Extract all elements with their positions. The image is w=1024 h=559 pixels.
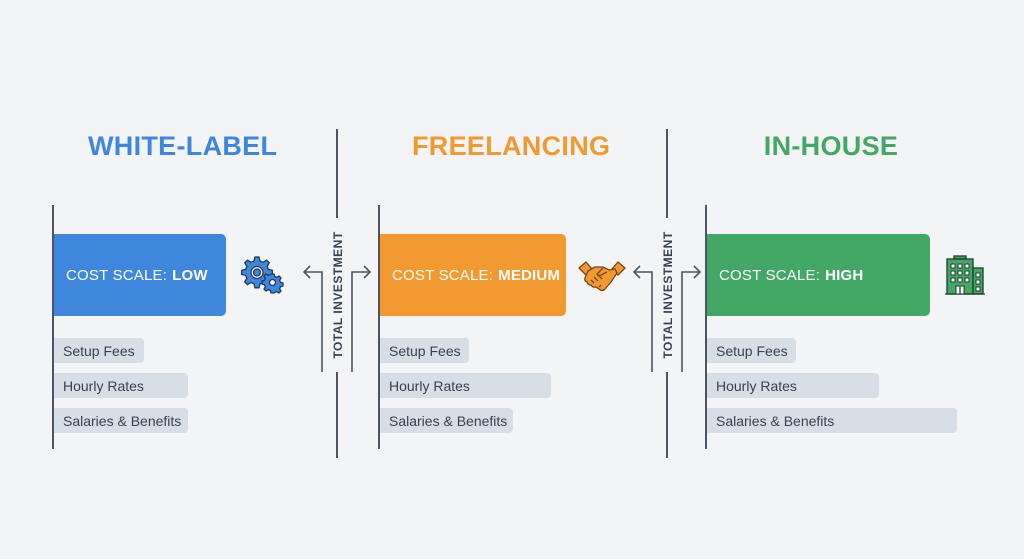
cost-item-setup-fees: Setup Fees (54, 338, 144, 363)
handshake-icon (578, 261, 626, 292)
divider-line-bottom (666, 372, 668, 458)
column-axis-line (52, 205, 54, 449)
column-title-in-house: IN-HOUSE (763, 131, 899, 161)
cost-scale-prefix: COST SCALE: (719, 266, 821, 284)
column-axis-line (705, 205, 707, 449)
divider-line-bottom (336, 372, 338, 458)
cost-scale-level: HIGH (825, 266, 864, 284)
cost-scale-prefix: COST SCALE: (66, 266, 168, 284)
divider-line-top (336, 129, 338, 218)
cost-item-hourly-rates: Hourly Rates (54, 373, 188, 398)
divider-line-top (666, 129, 668, 218)
column-axis-line (378, 205, 380, 449)
column-title-white-label: WHITE-LABEL (88, 131, 278, 161)
arrows-icon (302, 265, 372, 372)
cost-scale-prefix: COST SCALE: (392, 266, 494, 284)
arrows-icon (632, 265, 702, 372)
cost-item-salaries-benefits: Salaries & Benefits (380, 408, 513, 433)
cost-item-setup-fees: Setup Fees (707, 338, 796, 363)
cost-item-hourly-rates: Hourly Rates (380, 373, 551, 398)
cost-scale-card-in-house: COST SCALE:HIGH (707, 234, 930, 316)
gears-icon (240, 256, 284, 294)
cost-scale-card-white-label: COST SCALE:LOW (54, 234, 226, 316)
cost-scale-level: LOW (172, 266, 208, 284)
cost-scale-card-freelancing: COST SCALE:MEDIUM (380, 234, 566, 316)
cost-item-hourly-rates: Hourly Rates (707, 373, 879, 398)
office-building-icon (945, 255, 985, 295)
cost-scale-level: MEDIUM (498, 266, 561, 284)
cost-item-salaries-benefits: Salaries & Benefits (54, 408, 188, 433)
cost-item-setup-fees: Setup Fees (380, 338, 469, 363)
column-title-freelancing: FREELANCING (412, 131, 611, 161)
cost-item-salaries-benefits: Salaries & Benefits (707, 408, 957, 433)
